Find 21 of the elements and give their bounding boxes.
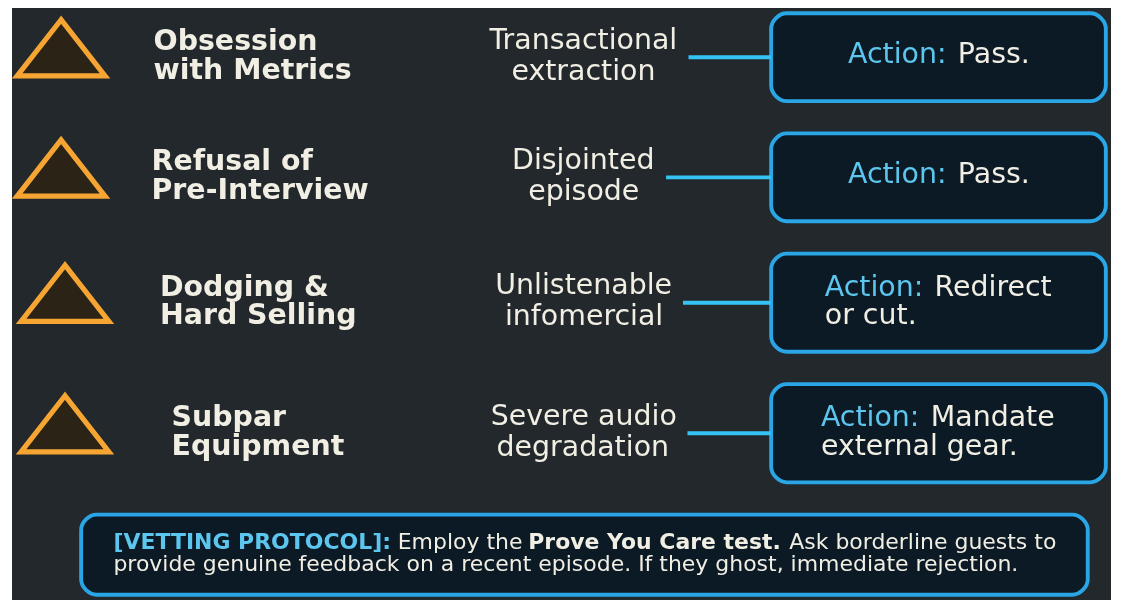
node-text: Refusal of Pre-Interview: [151, 144, 369, 206]
node-text: Dodging & Hard Selling: [159, 269, 357, 332]
node-triangle: [11, 135, 110, 199]
node-box: Action: Mandate external gear.: [768, 382, 1108, 485]
node-triangle: [15, 391, 114, 455]
node-text: Severe audio degradation: [490, 398, 677, 463]
node-triangle: [15, 261, 114, 325]
node-box: Action: Pass.: [768, 11, 1108, 104]
node-box: Action: Redirect or cut.: [768, 251, 1108, 354]
connector: [688, 55, 771, 60]
node-triangle: [11, 15, 110, 79]
node-text: Unlistenable infomercial: [494, 268, 672, 333]
node-box: Action: Pass.: [768, 131, 1108, 224]
node-text: Disjointed episode: [511, 143, 654, 208]
connector: [682, 300, 771, 305]
node-text: Transactional extraction: [488, 22, 677, 87]
node-text: Subpar Equipment: [171, 400, 344, 462]
connector: [686, 431, 771, 436]
connector: [665, 175, 771, 180]
node-box: [VETTING PROTOCOL]: Employ the Prove You Care test. Ask borderline guests to provide genuine feedback on a recent episode. If they ghost, immediate rejection.: [78, 512, 1090, 597]
node-text: Obsession with Metrics: [152, 24, 352, 86]
